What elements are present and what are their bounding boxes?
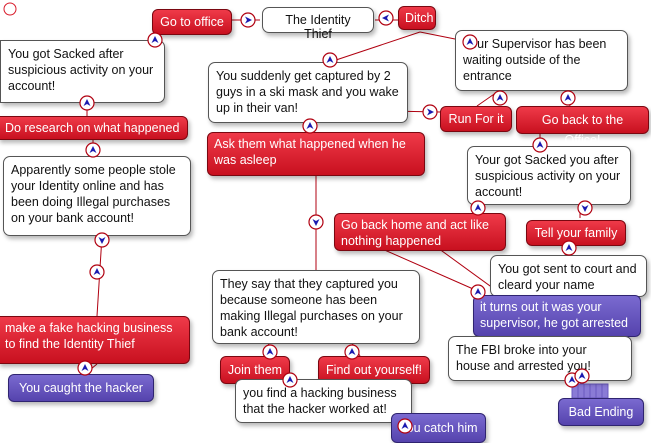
choice-do-research[interactable]: Do research on what happened [0,116,188,140]
connector-joint [282,372,298,388]
choice-ditch[interactable]: Ditch [398,6,436,30]
connector-joint [532,137,548,153]
connector-joint [397,418,413,434]
connector-joint [492,90,508,106]
node-fbi: The FBI broke into your house and arrest… [448,336,632,381]
choice-back-to-office[interactable]: Go back to the Office! [516,106,649,147]
connector-joint [577,200,593,216]
node-captured-ski-mask: You suddenly get captured by 2 guys in a… [208,62,408,123]
connector-joint [77,360,93,376]
ending-supervisor-arrested: it turns out it was your supervisor, he … [473,295,641,337]
choice-go-back-home[interactable]: Go back home and act like nothing happen… [334,213,506,251]
node-stole-identity: Apparently some people stole your Identi… [3,156,191,236]
connector-joint [561,240,577,256]
node-sacked-after: Your got Sacked you after suspicious act… [467,146,631,205]
connector-joint [378,10,394,26]
connector-joint [262,344,278,360]
connector-joint [85,142,101,158]
connector-joint [574,368,590,384]
node-sacked-suspicious: You got Sacked after suspicious activity… [0,40,165,103]
connector-joint [79,95,95,111]
edge-ditch-captured [329,31,421,63]
connector-joint [308,214,324,230]
connector-joint [240,12,256,28]
connector-joint [470,200,486,216]
start-marker [3,2,17,16]
connector-joint [560,90,576,106]
edge-home-fbi [379,247,481,293]
node-supervisor-waiting: Your Supervisor has been waiting outside… [455,30,628,91]
choice-ask-them[interactable]: Ask them what happened when he was aslee… [207,132,425,176]
connector-joint [322,52,338,68]
choice-run-for-it[interactable]: Run For it [440,106,512,132]
connector-joint [147,32,163,48]
connector-joint [422,104,438,120]
ending-bad-ending: Bad Ending [558,398,644,426]
node-court: You got sent to court and cleard your na… [490,255,647,297]
choice-tell-family[interactable]: Tell your family [526,220,626,246]
connector-joint [462,34,478,50]
story-title: The Identity Thief [262,7,374,41]
connector-joint [302,118,318,134]
choice-fake-business[interactable]: make a fake hacking business to find the… [0,316,190,364]
connector-joint [89,264,105,280]
node-they-say: They say that they captured you because … [212,270,420,344]
connector-joint [344,344,360,360]
choice-go-to-office[interactable]: Go to office [152,9,232,35]
connector-joint [94,232,110,248]
ending-caught-hacker: You caught the hacker [8,374,154,402]
node-hacking-business: you find a hacking business that the hac… [235,379,412,423]
connector-joint [470,284,486,300]
